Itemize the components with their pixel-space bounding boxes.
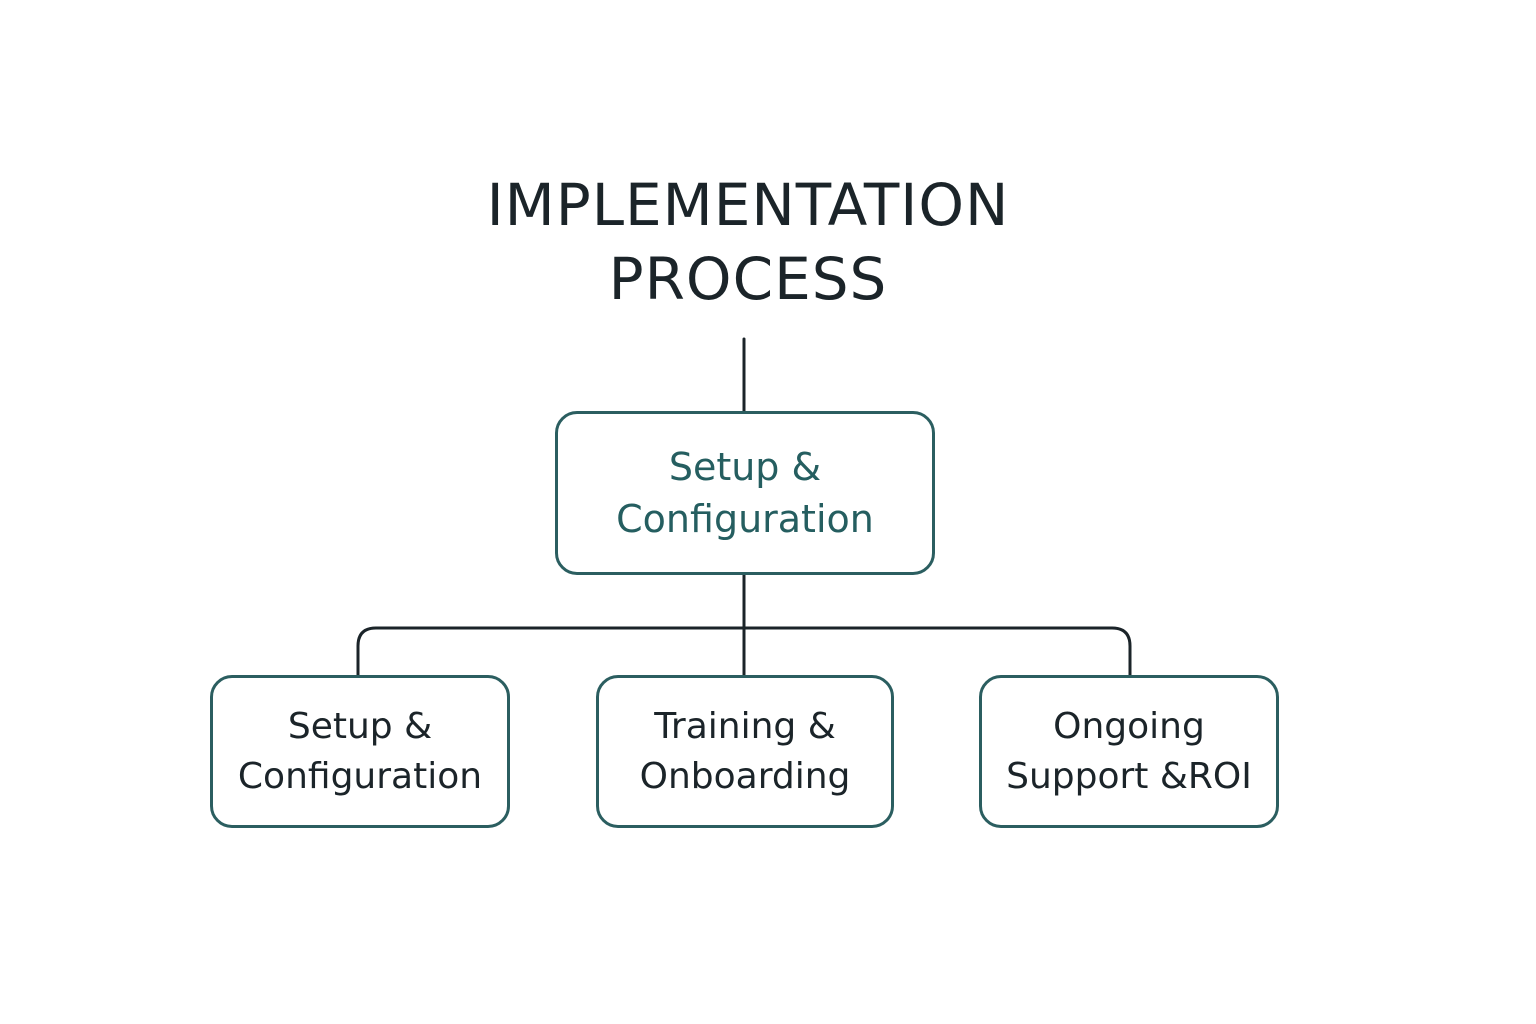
child-node-setup: Setup & Configuration [210, 675, 510, 828]
diagram-title: IMPLEMENTATION PROCESS [368, 168, 1128, 316]
child-node-label: Ongoing Support &ROI [1006, 702, 1252, 802]
root-node-label: Setup & Configuration [616, 441, 874, 545]
child-node-label: Setup & Configuration [238, 702, 482, 802]
child-node-line-1: Setup & [287, 705, 433, 747]
child-node-line-2: Support &ROI [1006, 755, 1252, 797]
child-node-line-2: Configuration [237, 755, 483, 797]
child-node-training: Training & Onboarding [596, 675, 894, 828]
child-node-line-1: Training & [654, 705, 836, 747]
child-node-support: Ongoing Support &ROI [979, 675, 1279, 828]
root-node: Setup & Configuration [555, 411, 935, 575]
child-node-label: Training & Onboarding [640, 702, 851, 802]
diagram-title-line-2: PROCESS [608, 245, 888, 313]
root-node-line-2: Configuration [616, 497, 874, 541]
diagram-title-line-1: IMPLEMENTATION [486, 171, 1010, 239]
child-node-line-2: Onboarding [639, 755, 851, 797]
root-node-line-1: Setup & [668, 445, 822, 489]
child-node-line-1: Ongoing [1053, 705, 1205, 747]
